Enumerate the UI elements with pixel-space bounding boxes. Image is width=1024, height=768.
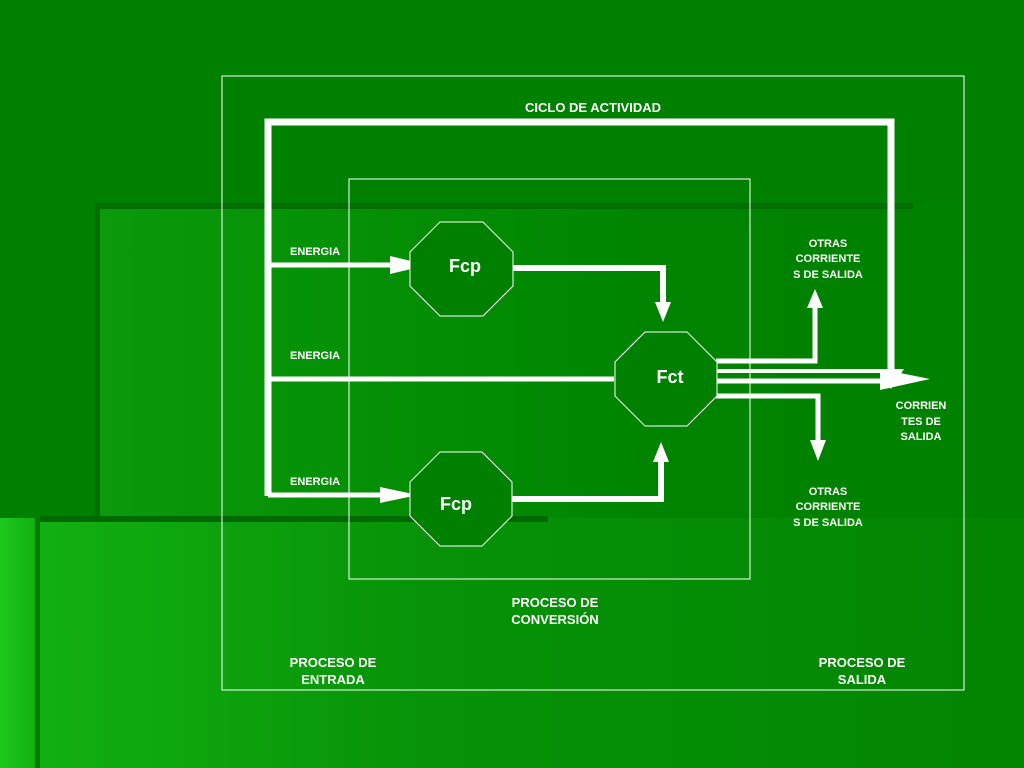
energy-arrow-bottom-head: [380, 487, 418, 503]
fcp-top-label: Fcp: [449, 256, 481, 276]
background-panel-left: [0, 518, 35, 768]
outer-frame: [221, 75, 965, 691]
background-shadow-bar: [95, 203, 913, 209]
background-panel-lower: [35, 518, 1024, 768]
background-shadow-bar: [35, 516, 548, 522]
output-process-line-2: SALIDA: [838, 672, 887, 687]
fct-octagon: [614, 331, 718, 427]
other-outputs-bottom-line-1: OTRAS: [809, 486, 848, 498]
fcp-bottom-to-fct-head: [653, 442, 669, 462]
output-streams-line-2: TES DE: [901, 416, 941, 428]
fct-label: Fct: [657, 367, 684, 387]
other-outputs-top-line-3: S DE SALIDA: [793, 269, 863, 281]
fcp-top-to-fct-head: [655, 302, 671, 322]
output-process-line-1: PROCESO DE: [819, 655, 906, 670]
fcp-bottom-octagon: [409, 451, 513, 547]
output-down-head: [810, 440, 826, 461]
other-outputs-top-line-1: OTRAS: [809, 238, 848, 250]
activity-cycle-title: CICLO DE ACTIVIDAD: [525, 100, 661, 115]
fcp-top-octagon: [409, 221, 514, 317]
activity-cycle-line: [264, 118, 895, 496]
background-shadow-bar: [95, 203, 100, 518]
input-process-line-1: PROCESO DE: [290, 655, 377, 670]
fcp-top-to-fct-line: [512, 265, 666, 304]
output-up-head: [807, 289, 823, 308]
output-up-line: [716, 306, 818, 364]
output-streams-line-1: CORRIEN: [896, 400, 947, 412]
energy-label-top: ENERGIA: [290, 246, 340, 258]
energy-label-middle: ENERGIA: [290, 350, 340, 362]
other-outputs-top-line-2: CORRIENTE: [796, 253, 861, 265]
other-outputs-bottom-line-2: CORRIENTE: [796, 501, 861, 513]
fcp-bottom-label: Fcp: [440, 494, 472, 514]
conversion-process-line-1: PROCESO DE: [512, 595, 599, 610]
output-streams-line-3: SALIDA: [901, 431, 942, 443]
output-main-head: [880, 369, 930, 390]
output-down-line: [716, 393, 821, 442]
energy-arrow-top-head: [390, 256, 428, 274]
fcp-bottom-to-fct-line: [512, 460, 664, 502]
energy-label-bottom: ENERGIA: [290, 476, 340, 488]
conversion-process-line-2: CONVERSIÓN: [511, 612, 598, 627]
other-outputs-bottom-line-3: S DE SALIDA: [793, 517, 863, 529]
background-shadow-bar: [35, 516, 40, 768]
input-process-line-2: ENTRADA: [301, 672, 365, 687]
